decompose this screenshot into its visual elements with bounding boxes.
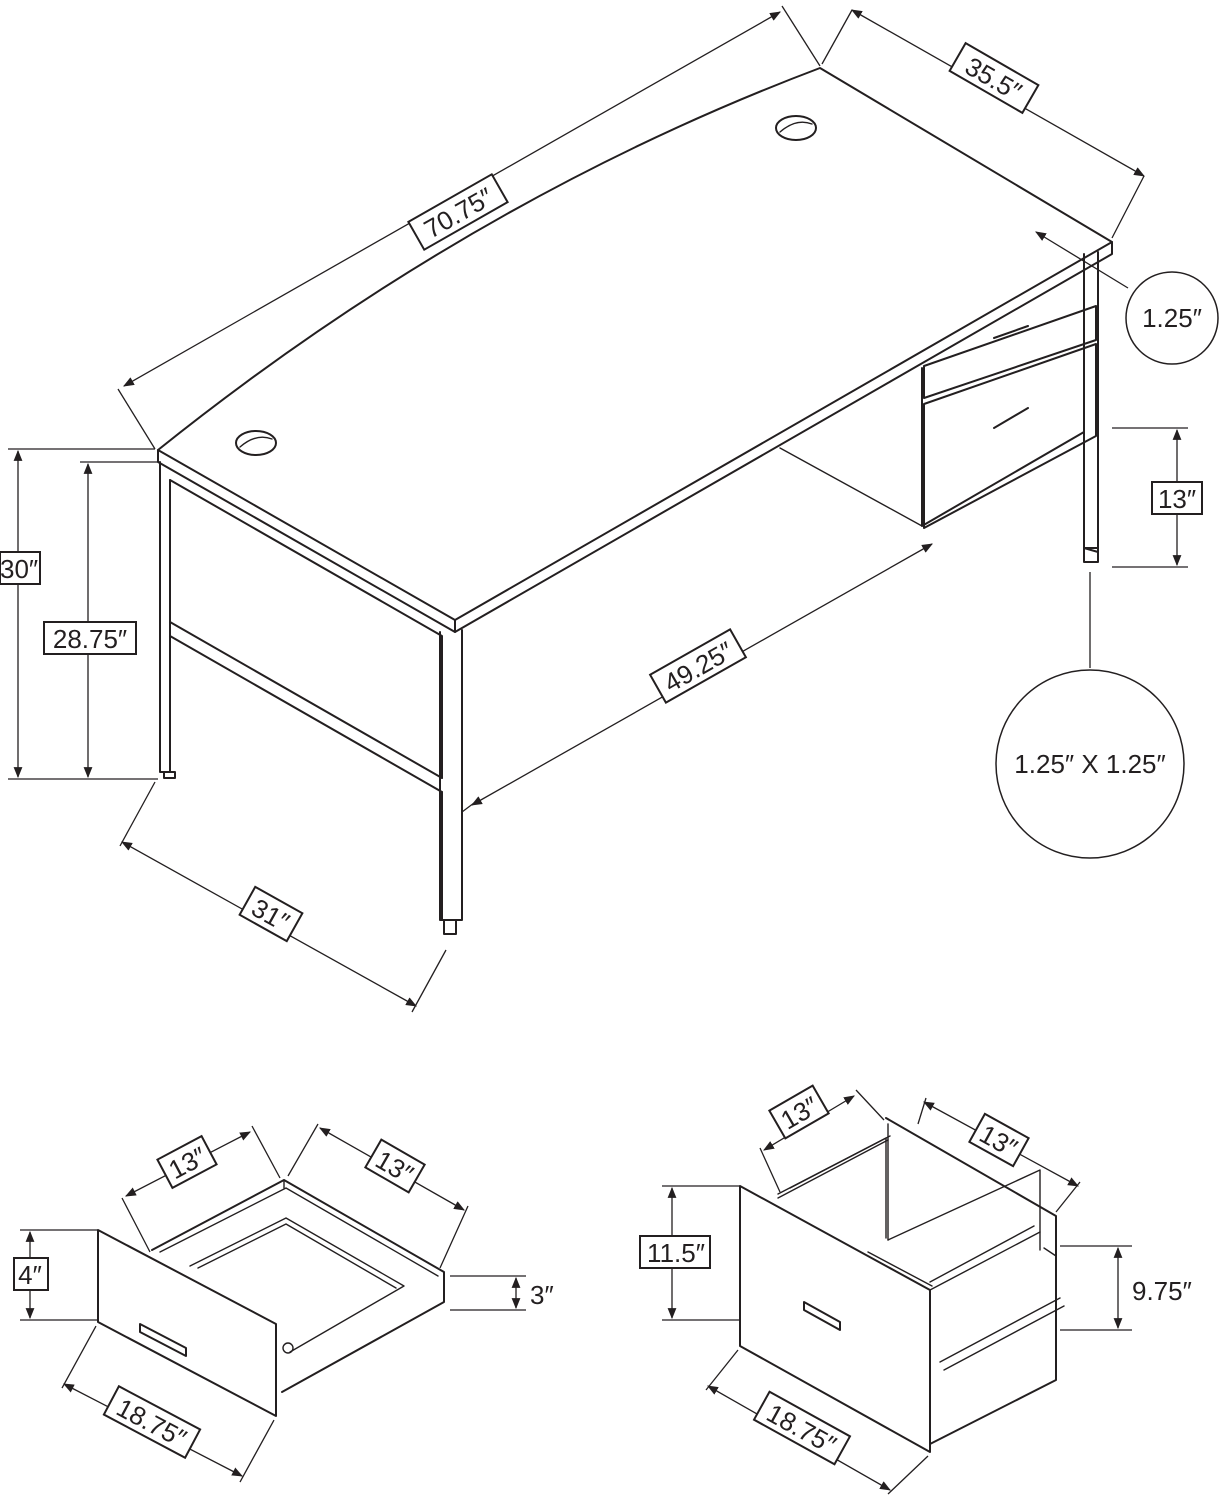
dim-file-depth: 13″ <box>759 1084 885 1193</box>
dim-small-front-width: 18.75″ <box>61 1325 275 1483</box>
dim-file-width: 13″ <box>917 1097 1081 1213</box>
file-drawer-handle <box>803 1301 841 1331</box>
dim-file-front-width: 18.75″ <box>705 1349 929 1495</box>
dim-small-depth: 13″ <box>121 1125 281 1253</box>
label-top-width: 70.75″ <box>419 181 498 244</box>
upper-drawer-front <box>923 305 1097 399</box>
desk-top-surface <box>157 67 1113 621</box>
lower-drawer-front <box>923 343 1097 529</box>
dim-file-front-height: 11.5″ <box>639 1185 740 1321</box>
label-clearance-height: 28.75″ <box>53 624 127 654</box>
desk-drawing: 70.75″ 35.5″ 1.25″ 13″ 1.25″ <box>0 5 1219 1013</box>
cable-grommet <box>235 430 277 456</box>
left-side-frame <box>159 461 463 935</box>
cable-grommet <box>775 115 817 141</box>
dim-drawer-gap: 13″ <box>1112 427 1203 568</box>
desk-top-edge <box>157 241 1113 633</box>
small-drawer-drawing: 13″ 13″ 4″ 3″ 18.75″ <box>13 1123 554 1483</box>
dim-side-depth: 31″ <box>119 781 447 1013</box>
label-file-front-width: 18.75″ <box>762 1398 842 1460</box>
dim-small-box-height: 3″ <box>450 1275 554 1311</box>
dim-knee-width: 49.25″ <box>461 543 933 813</box>
label-small-front-height: 4″ <box>18 1260 42 1290</box>
label-knee-width: 49.25″ <box>659 635 738 698</box>
file-drawer-drawing: 13″ 13″ 11.5″ 9.75″ 18.75″ <box>639 1084 1192 1495</box>
dim-file-box-height: 9.75″ <box>1060 1245 1192 1331</box>
label-file-box-height: 9.75″ <box>1132 1276 1192 1306</box>
small-drawer-front <box>97 1229 277 1417</box>
callout-leg-section: 1.25″ X 1.25″ <box>995 572 1185 859</box>
dim-top-width: 70.75″ <box>117 5 821 450</box>
label-total-height: 30″ <box>0 554 38 584</box>
dim-top-depth: 35.5″ <box>821 9 1145 239</box>
small-drawer-handle <box>139 1323 187 1357</box>
dim-clearance-height: 28.75″ <box>43 461 160 779</box>
label-drawer-gap: 13″ <box>1158 484 1196 514</box>
label-small-box-height: 3″ <box>530 1280 554 1310</box>
drawer-pedestal <box>779 251 1099 563</box>
label-small-front-width: 18.75″ <box>112 1392 192 1453</box>
callout-top-thickness: 1.25″ <box>1035 231 1219 365</box>
dim-small-width: 13″ <box>287 1123 469 1269</box>
label-top-thickness: 1.25″ <box>1142 303 1202 333</box>
file-drawer-front <box>739 1185 931 1453</box>
label-leg-section: 1.25″ X 1.25″ <box>1014 749 1165 779</box>
label-file-front-height: 11.5″ <box>647 1238 705 1268</box>
dim-small-front-height: 4″ <box>13 1229 98 1321</box>
dim-total-height: 30″ <box>0 448 158 780</box>
